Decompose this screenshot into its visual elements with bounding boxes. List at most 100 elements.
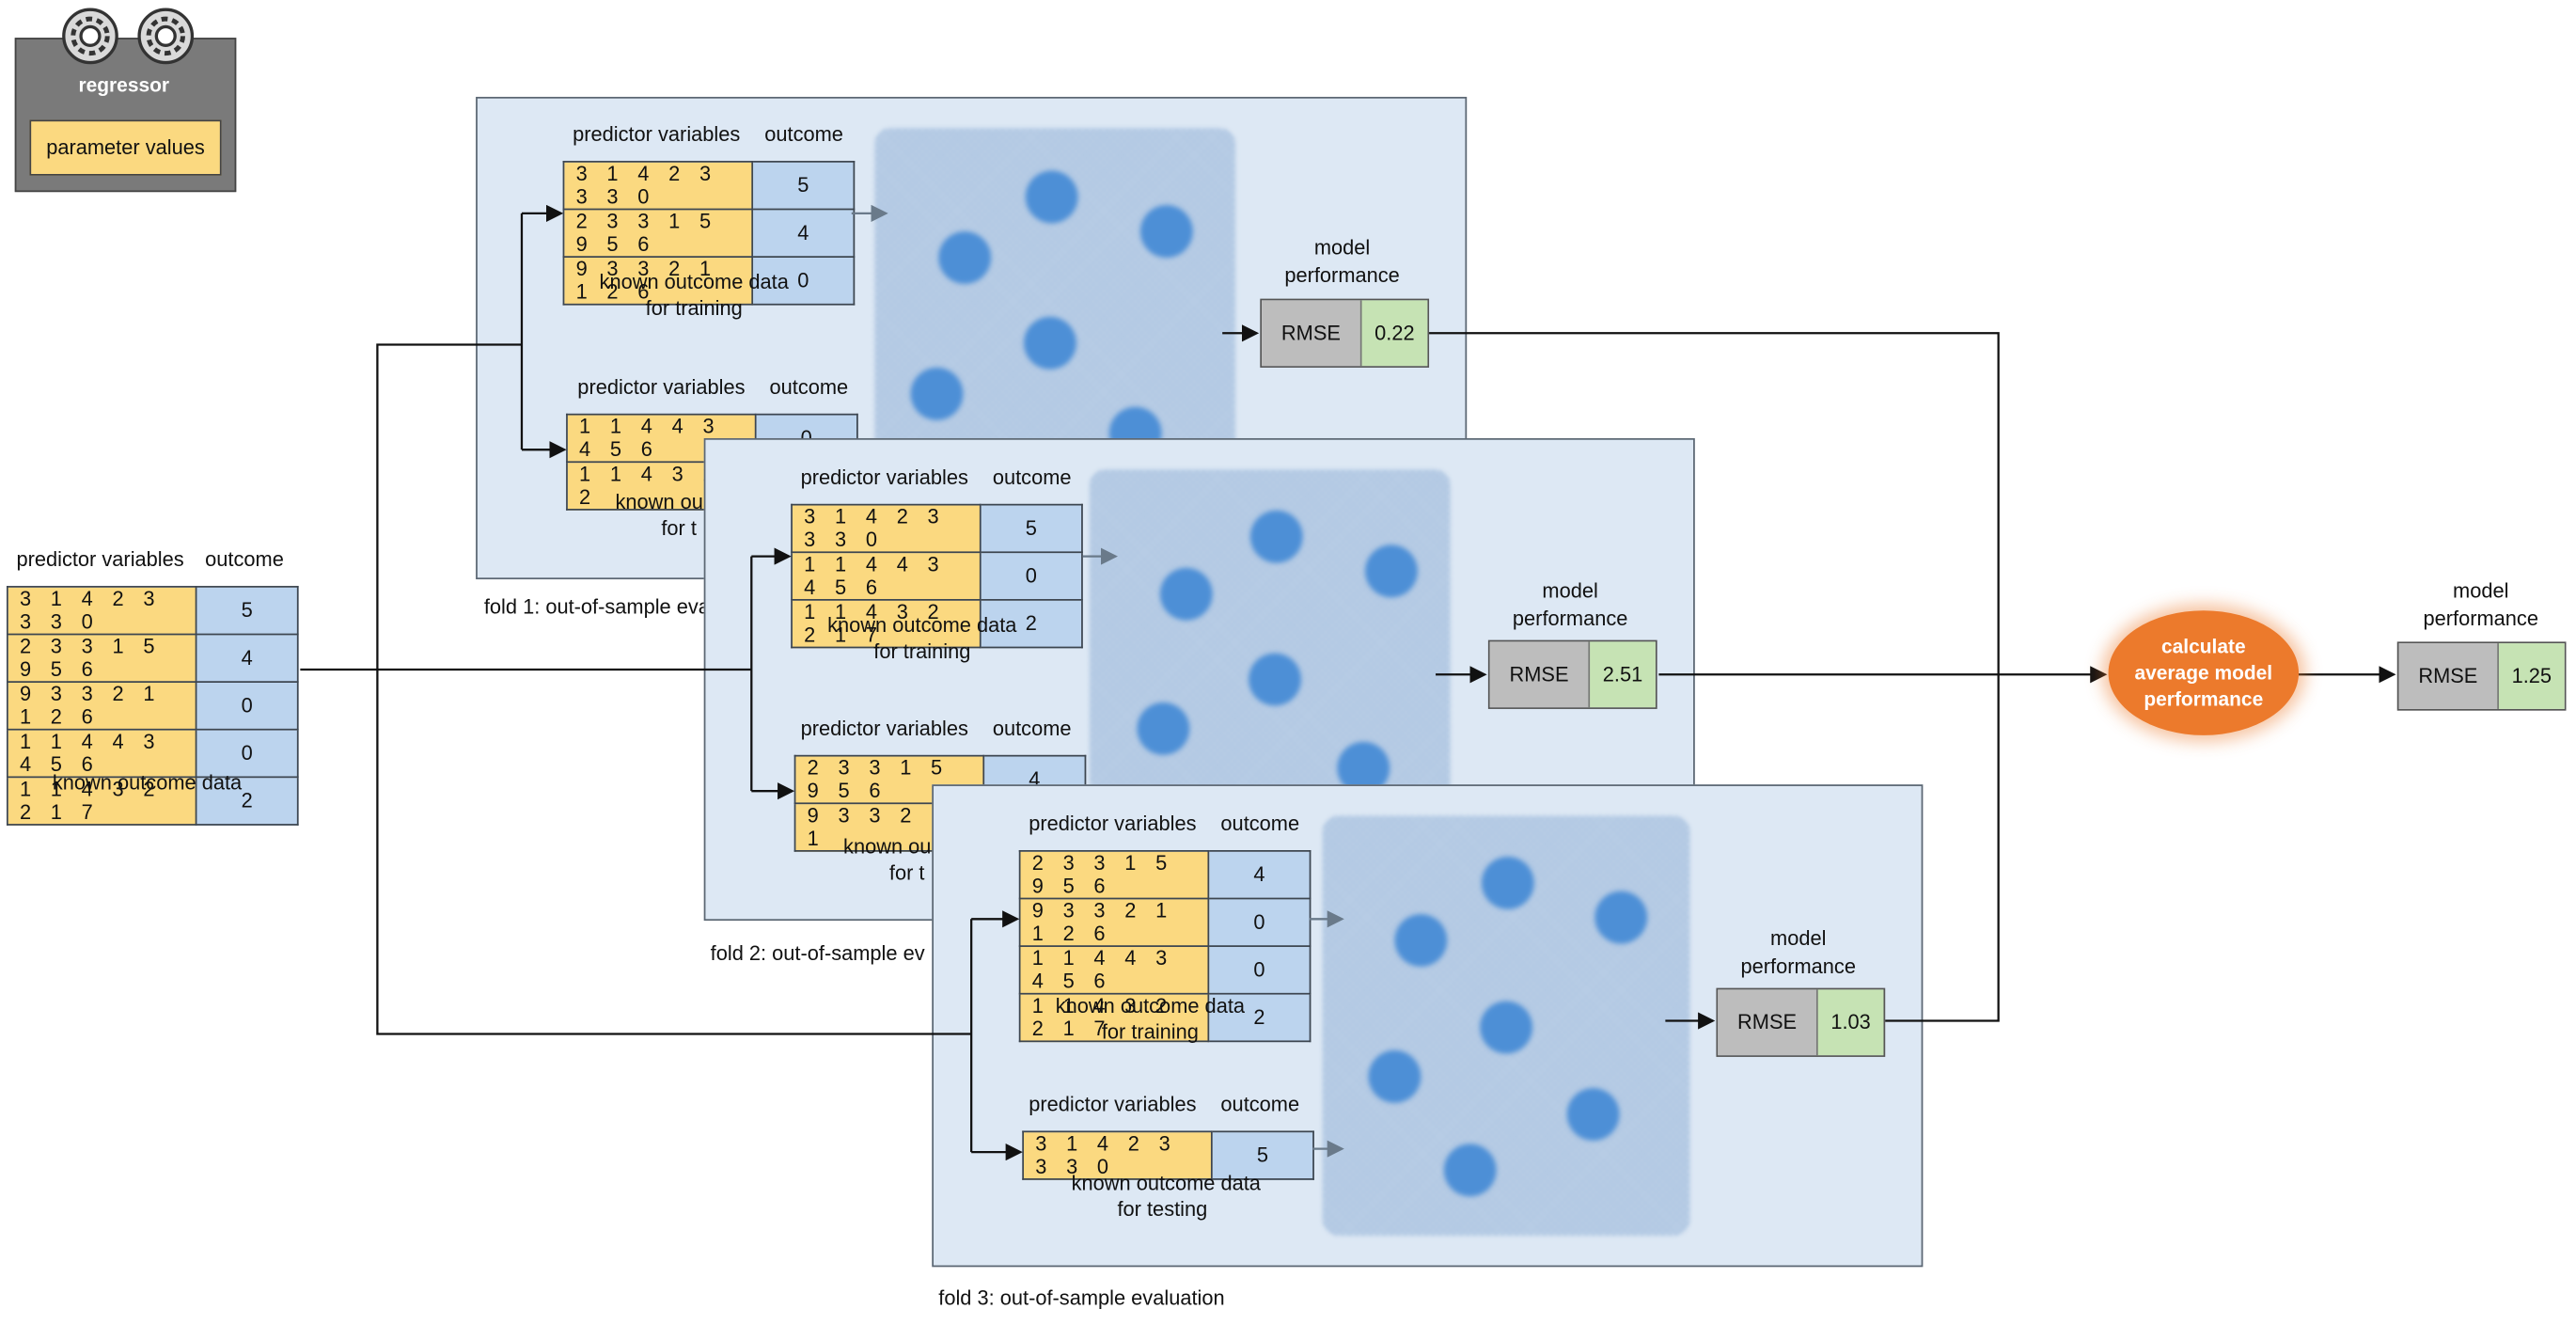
outcome-cell: 4 [195, 633, 299, 684]
model-dot [1025, 170, 1078, 224]
final-rmse-box: RMSE 1.25 [2396, 641, 2567, 711]
predictor-cell: 3 1 4 2 3 3 3 0 [791, 503, 982, 554]
train-caption1: known outcome data [599, 270, 789, 294]
model-dot [1159, 567, 1213, 621]
predictor-cell: 1 1 4 3 2 2 1 7 [6, 776, 197, 826]
final-perf-label2: performance [2423, 607, 2538, 631]
predictor-cell: 3 1 4 2 3 3 3 0 [1022, 1130, 1213, 1180]
perf-label2: performance [1512, 607, 1628, 631]
rmse-key: RMSE [1489, 641, 1589, 708]
regressor-title: regressor [78, 73, 170, 97]
average-line3: performance [2144, 687, 2264, 711]
outcome-cell: 2 [979, 598, 1083, 649]
outcome-cell: 2 [1207, 992, 1312, 1043]
input-header-pred: predictor variables [16, 547, 184, 572]
model-dot [1566, 1088, 1620, 1141]
predictor-cell: 9 3 3 2 1 1 2 6 [6, 681, 197, 731]
outcome-cell: 0 [195, 681, 299, 731]
train-header-pred: predictor variables [1029, 812, 1197, 836]
outcome-cell: 0 [751, 256, 856, 306]
model-dot [1139, 205, 1193, 258]
test-caption1: known outcome data [1071, 1172, 1261, 1195]
test-header-pred: predictor variables [1029, 1093, 1197, 1116]
outcome-cell: 4 [751, 208, 856, 258]
final-rmse-value: 1.25 [2497, 643, 2565, 709]
connector-line [376, 670, 972, 1035]
parameter-values-box: parameter values [29, 119, 222, 176]
model-dot [1024, 316, 1076, 370]
train-header-out: outcome [1220, 812, 1300, 836]
test-caption2: for t [888, 861, 925, 885]
predictor-cell: 1 1 4 3 2 2 1 7 [1018, 992, 1210, 1043]
gear-icon [137, 8, 195, 65]
predictor-cell: 2 3 3 1 5 9 5 6 [562, 208, 754, 258]
predictor-cell: 1 1 4 3 2 2 1 7 [791, 598, 982, 649]
train-caption1: known outcome data [827, 613, 1017, 638]
outcome-cell: 5 [195, 586, 299, 636]
perf-label2: performance [1740, 954, 1856, 979]
test-header-out: outcome [769, 375, 849, 400]
input-header-out: outcome [205, 547, 284, 572]
train-caption2: for training [873, 639, 971, 664]
predictor-cell: 2 3 3 1 5 9 5 6 [1018, 850, 1210, 900]
fold-label: fold 3: out-of-sample evaluation [938, 1286, 1225, 1310]
test-header-out: outcome [992, 717, 1072, 741]
outcome-cell: 5 [979, 503, 1083, 554]
outcome-cell: 0 [1207, 897, 1312, 947]
rmse-value: 0.22 [1359, 300, 1428, 367]
predictor-cell: 1 1 4 4 3 4 5 6 [6, 728, 197, 779]
test-caption1: known ou [615, 490, 703, 514]
model-dot [1481, 856, 1534, 909]
rmse-key: RMSE [1262, 300, 1360, 367]
perf-label2: performance [1284, 263, 1400, 288]
final-perf-label1: model [2453, 579, 2509, 603]
model-dot [938, 231, 992, 284]
model-dot [1368, 1049, 1422, 1103]
test-caption1: known ou [843, 835, 932, 859]
predictor-cell: 9 3 3 2 1 1 2 6 [1018, 897, 1210, 947]
train-caption1: known outcome data [1055, 994, 1246, 1018]
fold-label: fold 2: out-of-sample ev [710, 941, 925, 966]
test-header-pred: predictor variables [577, 375, 746, 400]
train-header-out: outcome [764, 122, 843, 147]
predictor-cell: 2 3 3 1 5 9 5 6 [6, 633, 197, 684]
test-header-pred: predictor variables [800, 717, 968, 741]
train-header-pred: predictor variables [573, 122, 741, 147]
outcome-cell: 5 [1210, 1130, 1314, 1180]
final-rmse-key: RMSE [2398, 643, 2498, 709]
model-dot [1443, 1144, 1497, 1197]
model-dot [1249, 653, 1301, 706]
outcome-cell: 0 [1207, 945, 1312, 995]
outcome-cell: 4 [1207, 850, 1312, 900]
train-header-out: outcome [992, 465, 1072, 490]
perf-label1: model [1542, 579, 1598, 603]
predictor-cell: 3 1 4 2 3 3 3 0 [6, 586, 197, 636]
connector-line [1885, 674, 2000, 1022]
train-header-pred: predictor variables [800, 465, 968, 490]
rmse-value: 1.03 [1815, 989, 1884, 1056]
parameter-values-label: parameter values [46, 135, 205, 160]
model-dot [1594, 891, 1648, 944]
perf-label1: model [1770, 927, 1827, 951]
